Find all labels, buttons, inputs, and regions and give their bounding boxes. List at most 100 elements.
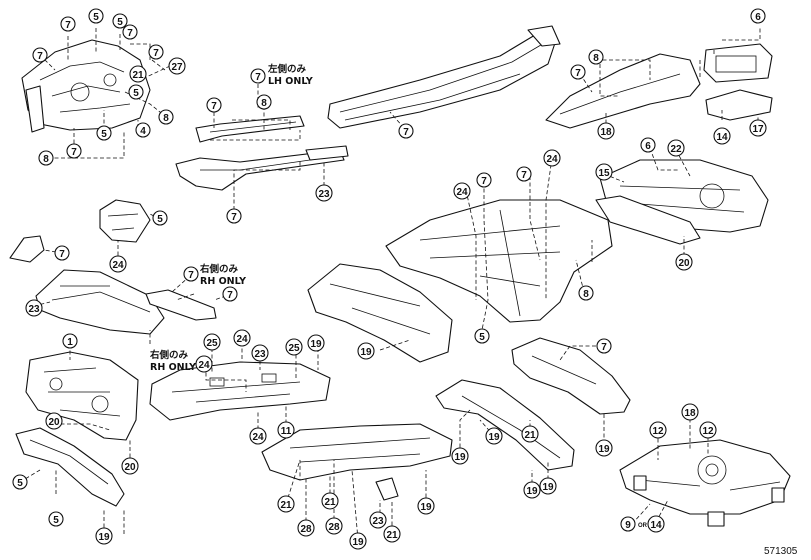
callout[interactable]: 15 (595, 163, 613, 181)
callout[interactable]: 6 (640, 137, 656, 153)
rear-suspension-crossmember (619, 439, 791, 527)
callout[interactable]: 7 (226, 208, 242, 224)
callout[interactable]: 19 (357, 342, 375, 360)
callout[interactable]: 7 (54, 245, 70, 261)
callout[interactable]: 7 (148, 44, 164, 60)
callout-number: 24 (456, 187, 468, 198)
callout[interactable]: 14 (647, 515, 665, 533)
callout[interactable]: 19 (451, 447, 469, 465)
callout[interactable]: 19 (539, 477, 557, 495)
callout[interactable]: 24 (543, 149, 561, 167)
callout-number: 7 (65, 20, 71, 31)
callout[interactable]: 21 (383, 525, 401, 543)
callout[interactable]: 12 (649, 421, 667, 439)
callout-number: 8 (583, 289, 589, 300)
callout[interactable]: 18 (681, 403, 699, 421)
callout[interactable]: 24 (195, 355, 213, 373)
rear-panel-upper (703, 43, 773, 83)
callout[interactable]: 8 (588, 49, 604, 65)
callout[interactable]: 28 (325, 517, 343, 535)
callout-number: 7 (127, 28, 133, 39)
callout[interactable]: 23 (315, 184, 333, 202)
callout[interactable]: 14 (713, 127, 731, 145)
note-lh-only-jp: 左側のみ (267, 63, 307, 75)
callout-number: 21 (386, 530, 398, 541)
callout[interactable]: 9 (620, 516, 636, 532)
callout[interactable]: 7 (60, 16, 76, 32)
callout[interactable]: 19 (307, 334, 325, 352)
callout-number: 25 (206, 338, 218, 349)
callout-number: 7 (403, 127, 409, 138)
bracket-small (99, 199, 151, 243)
callout[interactable]: 19 (485, 427, 503, 445)
callout[interactable]: 12 (699, 421, 717, 439)
callout[interactable]: 5 (152, 210, 168, 226)
callout[interactable]: 19 (349, 532, 367, 550)
callout[interactable]: 24 (109, 255, 127, 273)
callout-number: 24 (236, 334, 248, 345)
callout[interactable]: 7 (32, 47, 48, 63)
callout[interactable]: 7 (66, 143, 82, 159)
callout[interactable]: 5 (88, 8, 104, 24)
callout[interactable]: 5 (128, 84, 144, 100)
callout[interactable]: 25 (203, 333, 221, 351)
callout-number: 19 (98, 532, 110, 543)
callout[interactable]: 20 (675, 253, 693, 271)
callout[interactable]: 18 (597, 122, 615, 140)
callout[interactable]: 8 (256, 94, 272, 110)
callout[interactable]: 19 (523, 481, 541, 499)
callout[interactable]: 8 (578, 285, 594, 301)
callout[interactable]: 6 (750, 8, 766, 24)
rocker-inner-lh (195, 115, 305, 143)
callout[interactable]: 1 (62, 333, 78, 349)
callout[interactable]: 20 (45, 412, 63, 430)
callout[interactable]: 11 (277, 421, 295, 439)
callout-number: 5 (53, 515, 59, 526)
callout[interactable]: 7 (250, 68, 266, 84)
callout[interactable]: 21 (321, 492, 339, 510)
callout-number: 7 (601, 342, 607, 353)
callout[interactable]: 21 (521, 425, 539, 443)
callout[interactable]: 7 (476, 172, 492, 188)
callout[interactable]: 8 (158, 109, 174, 125)
callout[interactable]: 25 (285, 338, 303, 356)
callout[interactable]: 28 (297, 519, 315, 537)
note-lh-only-en: LH ONLY (268, 76, 313, 87)
callout[interactable]: 23 (251, 344, 269, 362)
callout[interactable]: 7 (596, 338, 612, 354)
callout[interactable]: 24 (249, 427, 267, 445)
callout[interactable]: 21 (129, 65, 147, 83)
callout[interactable]: 7 (206, 97, 222, 113)
callout[interactable]: 19 (417, 497, 435, 515)
callout-number: 24 (546, 154, 558, 165)
callout-number: 6 (645, 141, 651, 152)
callout-number: 19 (360, 347, 372, 358)
callout[interactable]: 5 (474, 328, 490, 344)
cowl-top-panel (35, 269, 165, 335)
callout[interactable]: 19 (595, 439, 613, 457)
callout[interactable]: 7 (516, 166, 532, 182)
callout[interactable]: 5 (48, 511, 64, 527)
callout[interactable]: 7 (183, 266, 199, 282)
callout[interactable]: 23 (25, 299, 43, 317)
callout[interactable]: 17 (749, 119, 767, 137)
callout[interactable]: 5 (112, 13, 128, 29)
callout-number: 25 (288, 343, 300, 354)
callout[interactable]: 24 (453, 182, 471, 200)
callout[interactable]: 21 (277, 495, 295, 513)
callout[interactable]: 23 (369, 511, 387, 529)
callout[interactable]: 5 (12, 474, 28, 490)
callout[interactable]: 7 (570, 64, 586, 80)
callout[interactable]: 8 (38, 150, 54, 166)
callout[interactable]: 27 (168, 57, 186, 75)
callout[interactable]: 5 (96, 125, 112, 141)
callout[interactable]: 19 (95, 527, 113, 545)
callout[interactable]: 7 (122, 24, 138, 40)
callout[interactable]: 24 (233, 329, 251, 347)
callout[interactable]: 4 (135, 122, 151, 138)
callout[interactable]: 22 (667, 139, 685, 157)
callout[interactable]: 20 (121, 457, 139, 475)
callout[interactable]: 7 (222, 286, 238, 302)
callout-number: 7 (575, 68, 581, 79)
callout[interactable]: 7 (398, 123, 414, 139)
